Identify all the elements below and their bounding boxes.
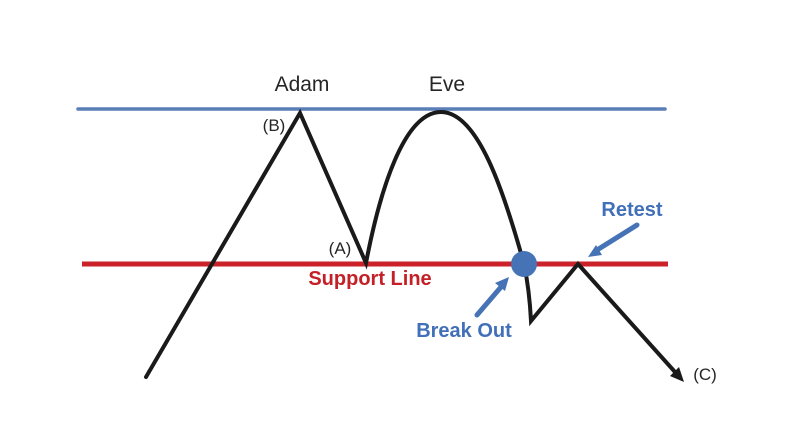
- retest-arrow-shaft: [594, 222, 640, 253]
- point-c-label: (C): [693, 365, 717, 384]
- retest-label: Retest: [601, 199, 663, 221]
- eve-peak-label: Eve: [428, 73, 466, 96]
- retest-arrow-head-icon: [588, 245, 602, 257]
- price-arrowhead-icon: [670, 367, 684, 382]
- support-line-label: Support Line: [308, 268, 432, 290]
- breakout-dot: [511, 251, 537, 277]
- breakout-arrow-head-icon: [495, 277, 509, 291]
- breakout-arrow-shaft: [474, 284, 504, 318]
- breakout-label: Break Out: [416, 320, 512, 342]
- point-a-label: (A): [328, 239, 352, 258]
- price-path: [144, 108, 677, 379]
- adam-peak-label: Adam: [274, 73, 330, 96]
- point-b-label: (B): [262, 116, 286, 135]
